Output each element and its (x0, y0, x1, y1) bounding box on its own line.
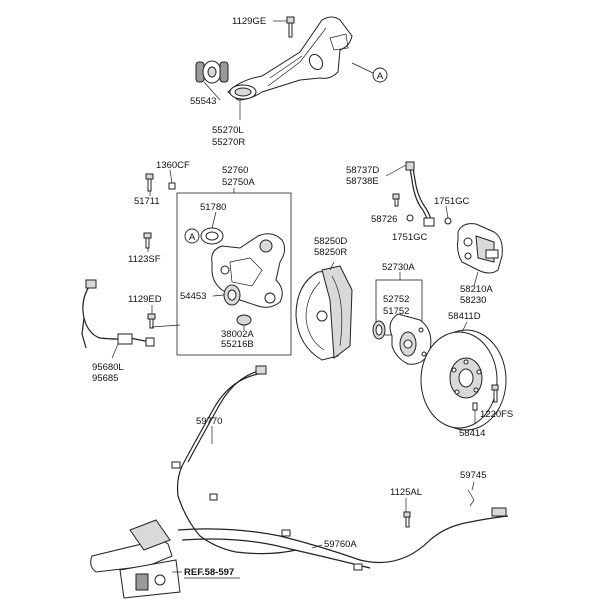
trailing-arm-assembly (227, 16, 353, 101)
caliper-58210A (457, 223, 503, 274)
callout-a-mid-label: A (189, 232, 196, 243)
bolt-51711 (145, 173, 154, 196)
label-38002A: 38002A (221, 329, 254, 340)
hub-52752 (389, 313, 432, 365)
callout-circle-a-top: A (351, 62, 388, 83)
bushing-54453 (223, 284, 241, 306)
label-1129GE: 1129GE (232, 16, 266, 27)
label-55543: 55543 (190, 96, 216, 107)
bolt-58726 (392, 193, 400, 207)
label-55270R: 55270R (212, 137, 245, 148)
label-55216B: 55216B (221, 339, 254, 350)
label-59770: 59770 (196, 416, 222, 427)
callout-circle-a-mid: A (184, 228, 200, 244)
parking-cable-59760A (177, 507, 509, 571)
wheel-speed-sensor (81, 279, 155, 359)
label-58738E: 58738E (346, 176, 379, 187)
label-58411D: 58411D (448, 311, 481, 322)
label-58250R: 58250R (314, 247, 347, 258)
label-95685: 95685 (92, 373, 118, 384)
label-58726: 58726 (371, 214, 397, 225)
label-52750A: 52750A (222, 177, 255, 188)
bolt-1129ED (147, 305, 156, 329)
label-1129ED: 1129ED (128, 294, 162, 305)
bolt-1123SF (143, 232, 152, 252)
knuckle-part (211, 233, 286, 308)
parking-cable-59770 (171, 365, 297, 555)
clip-59745 (467, 489, 475, 507)
label-52760: 52760 (222, 165, 248, 176)
parking-brake-lever (90, 519, 181, 599)
label-58230: 58230 (460, 295, 486, 306)
seal-51780 (200, 227, 224, 245)
screw-58414 (472, 402, 478, 411)
nut-1360CF (168, 169, 176, 190)
label-58250D: 58250D (314, 236, 347, 247)
ref-58-597: REF.58-597 (184, 567, 234, 578)
label-58414: 58414 (459, 428, 485, 439)
brake-disc-58411D (420, 329, 507, 431)
label-1125AL: 1125AL (390, 487, 422, 498)
bolt-1125AL (403, 511, 411, 528)
brake-hose (405, 161, 435, 227)
label-1751GC-b: 1751GC (392, 232, 428, 243)
bolt-1220FS (491, 384, 499, 403)
bearing-51752 (372, 320, 386, 340)
label-52752: 52752 (383, 294, 409, 305)
label-51711: 51711 (134, 196, 160, 207)
label-58210A: 58210A (460, 284, 493, 295)
label-51752: 51752 (383, 306, 409, 317)
label-1123SF: 1123SF (128, 254, 161, 265)
label-59745: 59745 (460, 470, 486, 481)
label-95680L: 95680L (92, 362, 124, 373)
washer-1751GC (406, 214, 452, 225)
label-55270L: 55270L (212, 125, 244, 136)
label-1751GC-a: 1751GC (434, 196, 470, 207)
label-59760A: 59760A (324, 539, 357, 550)
label-58737D: 58737D (346, 165, 379, 176)
backing-plate-58250 (295, 265, 353, 361)
label-51780: 51780 (200, 202, 226, 213)
bushing-55543 (195, 60, 229, 84)
bushing-38002A (236, 314, 252, 330)
label-54453: 54453 (180, 291, 206, 302)
label-52730A: 52730A (382, 262, 415, 273)
label-1220FS: 1220FS (480, 409, 513, 420)
label-1360CF: 1360CF (156, 160, 190, 171)
callout-a-top-label: A (377, 71, 384, 82)
bolt-1129GE (286, 16, 295, 38)
